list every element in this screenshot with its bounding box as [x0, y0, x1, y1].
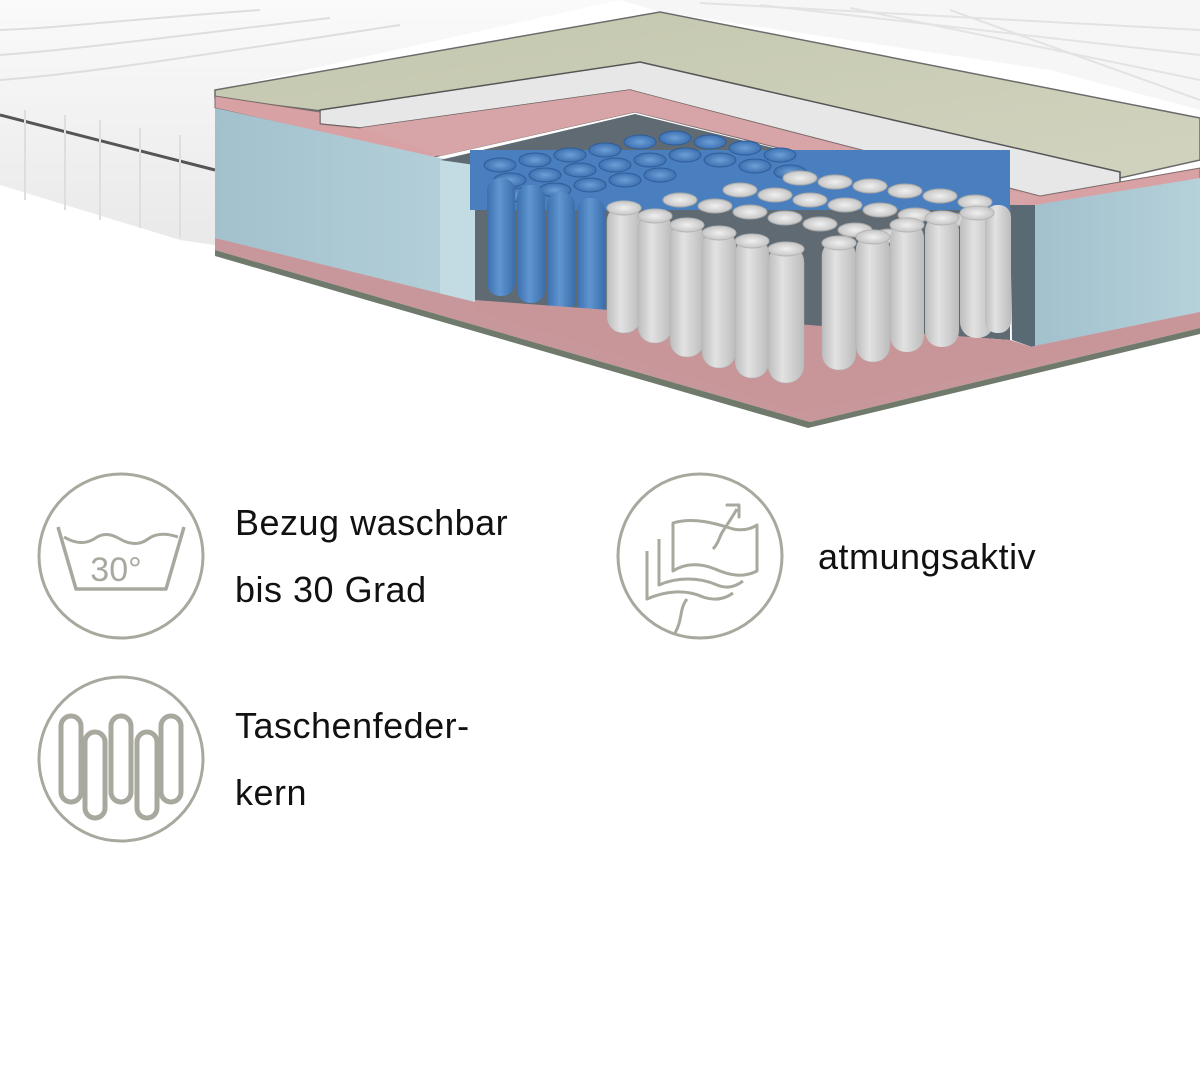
feature-label: atmungsaktiv	[818, 523, 1036, 590]
feature-pocket-spring-core: Taschenfeder- kern	[36, 674, 470, 844]
feature-label-line-1: atmungsaktiv	[818, 535, 1037, 577]
pocket-spring-icon	[36, 674, 206, 844]
svg-text:30°: 30°	[90, 551, 141, 589]
feature-label-line-2: kern	[235, 772, 308, 813]
wash-30-icon: 30°	[36, 471, 206, 641]
feature-label: Bezug waschbar bis 30 Grad	[235, 489, 508, 623]
breathable-layers-icon	[615, 471, 785, 641]
feature-washable-cover: 30° Bezug waschbar bis 30 Grad	[36, 471, 508, 641]
feature-label-line-1: Bezug waschbar	[235, 502, 509, 543]
feature-label-line-1: Taschenfeder-	[235, 705, 470, 746]
feature-label: Taschenfeder- kern	[235, 692, 470, 826]
feature-label-line-2: bis 30 Grad	[235, 569, 427, 610]
mattress-cross-section-image	[0, 0, 1200, 440]
feature-breathable: atmungsaktiv	[615, 471, 1036, 641]
